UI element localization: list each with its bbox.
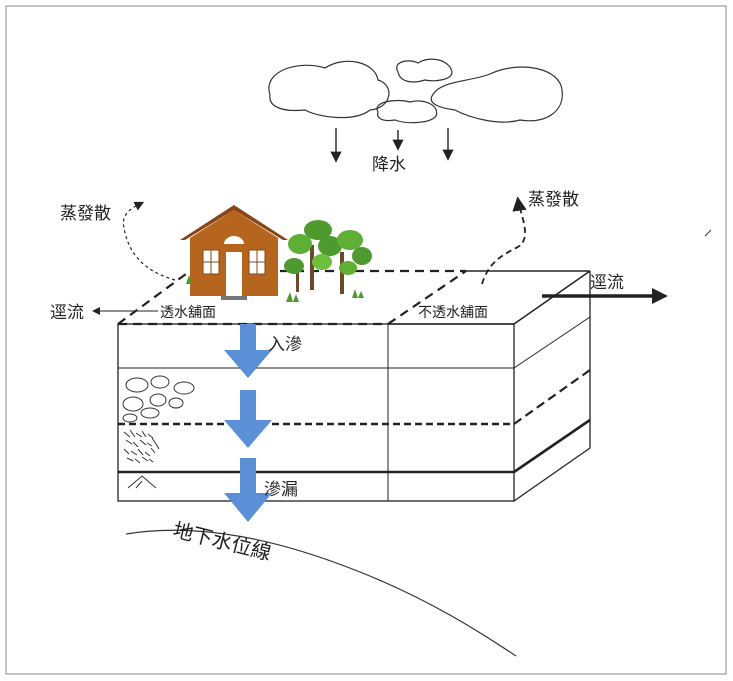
house	[180, 205, 288, 300]
edge-tick	[704, 229, 712, 237]
cloud-center	[376, 99, 438, 124]
cloud-right	[430, 66, 563, 123]
percolation-label: 滲漏	[264, 480, 298, 500]
runoff-right-label: 逕流	[590, 273, 624, 293]
evapotranspiration-left-label: 蒸發散	[60, 204, 111, 224]
evapotranspiration-right-label: 蒸發散	[528, 190, 579, 210]
evapotranspiration-right-arrow	[481, 196, 527, 285]
infiltration-label: 入滲	[268, 335, 302, 355]
permeable-pavement-label: 透水舖面	[160, 305, 216, 321]
cloud-left	[268, 60, 390, 119]
gravel-layer	[122, 375, 195, 423]
sand-layer	[123, 429, 160, 464]
impermeable-pavement-label: 不透水舖面	[418, 305, 488, 321]
evapotranspiration-left-arrow	[122, 201, 176, 281]
percolation-arrow	[224, 458, 272, 522]
groundwater-table-line	[125, 529, 517, 657]
infiltration-arrow-2	[224, 390, 272, 448]
precipitation-arrows	[330, 128, 454, 163]
cloud-small	[396, 58, 453, 83]
clouds	[268, 58, 563, 124]
infiltration-arrows	[224, 324, 272, 522]
runoff-right-arrowhead	[652, 288, 668, 304]
bedrock-symbol	[127, 475, 157, 489]
precipitation-label: 降水	[372, 155, 406, 175]
runoff-left-label: 逕流	[50, 303, 84, 323]
ground-block	[117, 269, 591, 502]
groundwater-table-label: 地下水位線	[171, 518, 274, 565]
figure-frame	[5, 5, 727, 675]
infiltration-arrow-1	[224, 324, 272, 378]
trees	[186, 220, 372, 302]
